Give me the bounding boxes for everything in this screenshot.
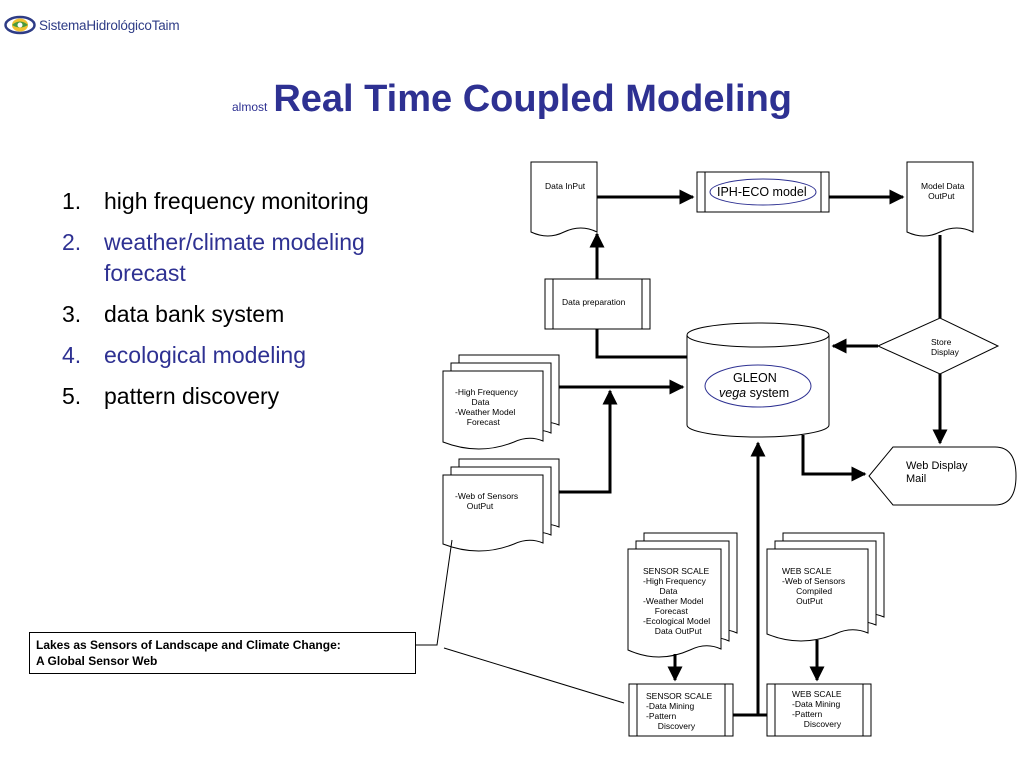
web-of-sensors-documents — [442, 458, 560, 552]
list-item: 3.data bank system — [62, 301, 285, 327]
high-frequency-docs-label: -High Frequency Data -Weather Model Fore… — [455, 387, 518, 427]
title-main: Real Time Coupled Modeling — [273, 78, 793, 120]
logo: SistemaHidrológicoTaim — [4, 14, 180, 36]
model-data-output-document — [906, 161, 974, 237]
logo-icon — [4, 15, 36, 35]
list-item: 1.high frequency monitoring — [62, 188, 369, 214]
high-frequency-documents — [442, 354, 560, 450]
sensor-scale-documents — [627, 532, 738, 658]
gleon-database — [686, 322, 830, 438]
list-item: 5.pattern discovery — [62, 383, 280, 409]
caption-line-2: A Global Sensor Web — [36, 654, 158, 668]
caption-box: Lakes as Sensors of Landscape and Climat… — [29, 632, 416, 674]
web-scale-process — [766, 683, 872, 737]
gleon-system-label: vega system — [719, 386, 790, 400]
title-prefix: almost — [231, 100, 268, 114]
callout-line-web-sensors — [416, 539, 453, 646]
web-scale-process-label: WEB SCALE -Data Mining -Pattern Discover… — [792, 689, 842, 729]
caption-line-1: Lakes as Sensors of Landscape and Climat… — [36, 638, 341, 652]
iph-eco-label: IPH-ECO model — [717, 185, 807, 199]
steps-list: 1.high frequency monitoring 2.weather/cl… — [62, 186, 442, 422]
connectors — [559, 189, 948, 717]
sensor-scale-process-label: SENSOR SCALE -Data Mining -Pattern Disco… — [646, 691, 713, 731]
gleon-label: GLEON — [733, 371, 777, 385]
web-display-label: Web Display Mail — [906, 460, 968, 485]
web-sensors-docs-label: -Web of Sensors OutPut — [455, 491, 519, 511]
page-title: almost Real Time Coupled Modeling — [0, 78, 1024, 121]
callout-line-sensor-process — [443, 647, 625, 704]
model-data-output-label: Model Data OutPut — [921, 181, 965, 201]
web-display-terminal — [868, 446, 1017, 506]
sensor-scale-docs-label: SENSOR SCALE -High Frequency Data -Weath… — [643, 566, 711, 636]
web-scale-documents — [766, 532, 885, 642]
list-item: 4.ecological modeling — [62, 342, 307, 368]
callout-lines — [416, 539, 625, 704]
arrow-gleon-to-web-display — [801, 435, 867, 482]
data-preparation-label: Data preparation — [562, 297, 626, 307]
sensor-scale-process — [628, 683, 734, 737]
web-scale-docs-label: WEB SCALE -Web of Sensors Compiled OutPu… — [782, 566, 846, 606]
data-input-label: Data InPut — [545, 181, 586, 191]
store-display-decision — [876, 317, 1000, 375]
list-item: 2.weather/climate modeling forecast — [62, 229, 365, 286]
arrow-websensors-to-gleon — [559, 389, 618, 494]
iph-eco-process — [696, 171, 830, 213]
data-input-document — [530, 161, 598, 237]
logo-text: SistemaHidrológicoTaim — [39, 17, 180, 33]
store-display-label: Store Display — [931, 337, 959, 357]
line-gleon-to-prep — [595, 329, 687, 359]
